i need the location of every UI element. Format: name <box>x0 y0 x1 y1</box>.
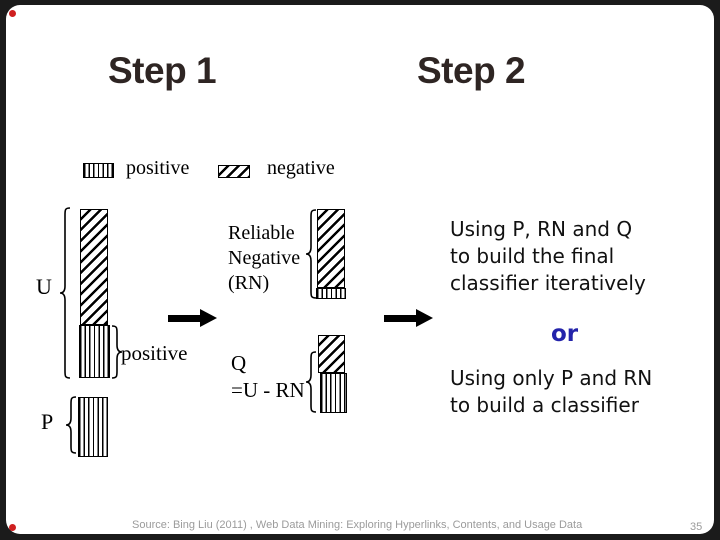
q-label-line1: Q <box>231 351 247 375</box>
final-text-line3: classifier iteratively <box>450 271 646 295</box>
final-text-line1: Using P, RN and Q <box>450 217 633 241</box>
or-label: or <box>551 321 579 347</box>
u-set-label: U <box>36 274 52 299</box>
rn-bar-negative-segment <box>317 209 345 288</box>
right-arrow-step1-icon <box>168 309 218 327</box>
q-bar-positive-segment <box>320 373 347 413</box>
step1-title: Step 1 <box>108 50 217 91</box>
q-label-line2: =U - RN <box>231 378 305 402</box>
q-bar-negative-segment <box>318 335 345 373</box>
slide-content: Step 1 Step 2 positive negative U positi… <box>6 5 714 534</box>
u-positive-brace <box>111 325 123 379</box>
legend-negative-swatch <box>218 165 250 178</box>
rn-label-line1: Reliable <box>228 222 295 244</box>
red-dot-bottom-icon <box>9 524 16 531</box>
legend-positive-swatch <box>83 163 114 178</box>
p-bar <box>78 397 108 457</box>
rn-bar-positive-segment <box>316 288 346 299</box>
legend-negative-label: negative <box>267 157 335 179</box>
u-brace <box>59 207 71 379</box>
slide-canvas: Step 1 Step 2 positive negative U positi… <box>6 5 714 534</box>
step2-title: Step 2 <box>417 50 526 91</box>
rn-label-line3: (RN) <box>228 272 270 294</box>
p-set-label: P <box>41 409 54 434</box>
alt-text-line1: Using only P and RN <box>450 366 653 390</box>
page-number: 35 <box>690 521 703 533</box>
final-classifier-text: Using P, RN and Q to build the final cla… <box>450 216 646 297</box>
alt-text-line2: to build a classifier <box>450 393 639 417</box>
right-arrow-step2-icon <box>384 309 434 327</box>
u-bar-positive-segment <box>79 325 110 378</box>
legend-positive-label: positive <box>126 157 190 179</box>
u-bar-negative-segment <box>80 209 108 325</box>
p-brace <box>65 396 77 454</box>
u-positive-label: positive <box>121 341 188 365</box>
rn-label-line2: Negative <box>228 247 301 269</box>
alt-classifier-text: Using only P and RN to build a classifie… <box>450 365 652 419</box>
reliable-negative-label: Reliable Negative (RN) <box>228 221 300 296</box>
final-text-line2: to build the final <box>450 244 615 268</box>
source-attribution: Source: Bing Liu (2011) , Web Data Minin… <box>132 519 583 531</box>
q-brace <box>305 351 317 413</box>
rn-brace <box>305 209 317 299</box>
red-dot-top-icon <box>9 10 16 17</box>
q-label: Q =U - RN <box>231 350 305 404</box>
